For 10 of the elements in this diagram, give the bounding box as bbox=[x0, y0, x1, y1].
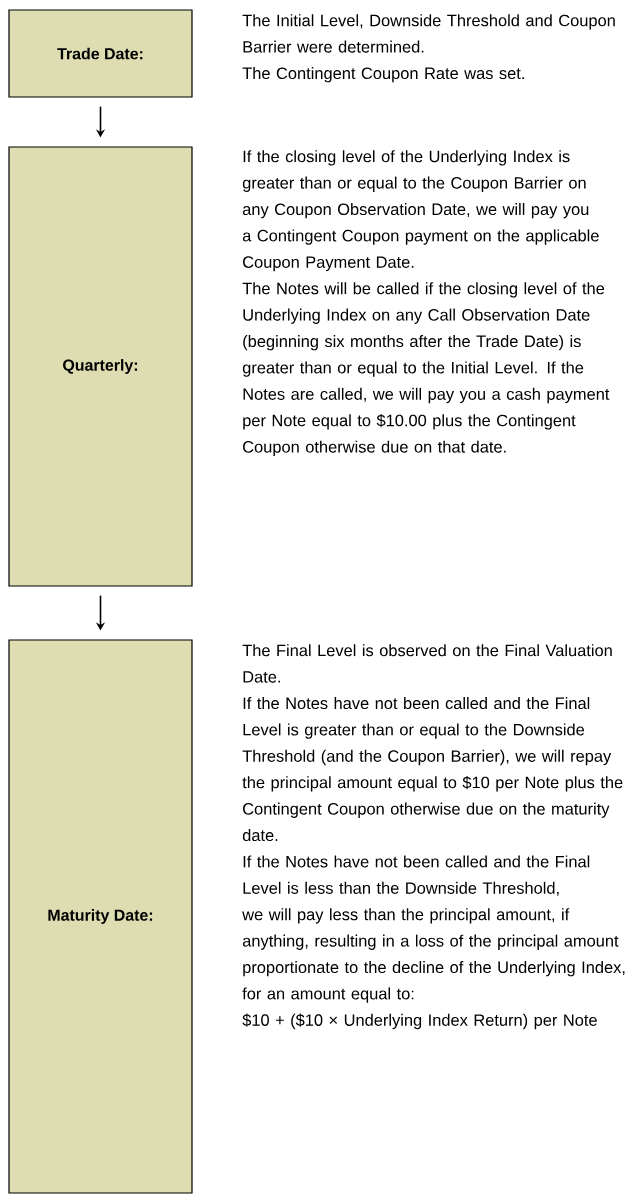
node-label: If the Notes have not been called and the Final Level is greater than or equal to the Downside Threshold (and the Coupon Barrier), we will repay the principal amount equal to $10 per Note plus the Contingent Coupon otherwise due on the maturity date. bbox=[242, 697, 623, 842]
description-text: The Initial Level, Downside Threshold and Coupon Barrier were determined. The Contingent Coupon Rate was set. bbox=[242, 14, 615, 83]
description-text: The Final Level is observed on the Final Valuation Date. If the Notes have not been called and the Final Level is greater than or equal to the Downside Threshold (and the Coupon Barrier), we will repay the principal amount equal to $10 per Note plus the Contingent Coupon otherwise due on the maturity date. If the Notes have not been called and the Final Level is less than the Downside Threshold, we will pay less than the principal amount, if anything, resulting in a loss of the principal amount proportionate to the decline of the Underlying Index, for an amount equal to: $10 + ($10 × Underlying Index Return) per Note bbox=[242, 644, 625, 1030]
step-box: Quarterly: bbox=[8, 146, 193, 587]
step-box: Maturity Date: bbox=[8, 639, 193, 1194]
step-box: Trade Date: bbox=[8, 9, 193, 98]
node-label: $10 + ($10 × Underlying Index Return) per Note bbox=[242, 1013, 597, 1030]
node-label: If the Notes have not been called and the Final Level is less than the Downside Threshold, we will pay less than the principal amount, if anything, resulting in a loss of the principal amount proportionate to the decline of the Underlying Index, for an amount equal to: bbox=[242, 855, 625, 1003]
node-label: The Final Level is observed on the Final Valuation Date. bbox=[242, 644, 612, 683]
description-text: If the closing level of the Underlying Index is greater than or equal to the Coupon Barrier on any Coupon Observation Date, we will pay you a Contingent Coupon payment on the applicable Coupon Payment Date. The Notes will be called if the closing level of the Underlying Index on any Call Observation Date (beginning six months after the Trade Date) is greater than or equal to the Initial Level. If the Notes are called, we will pay you a cash payment per Note equal to $10.00 plus the Contingent Coupon otherwise due on that date. bbox=[242, 150, 610, 456]
